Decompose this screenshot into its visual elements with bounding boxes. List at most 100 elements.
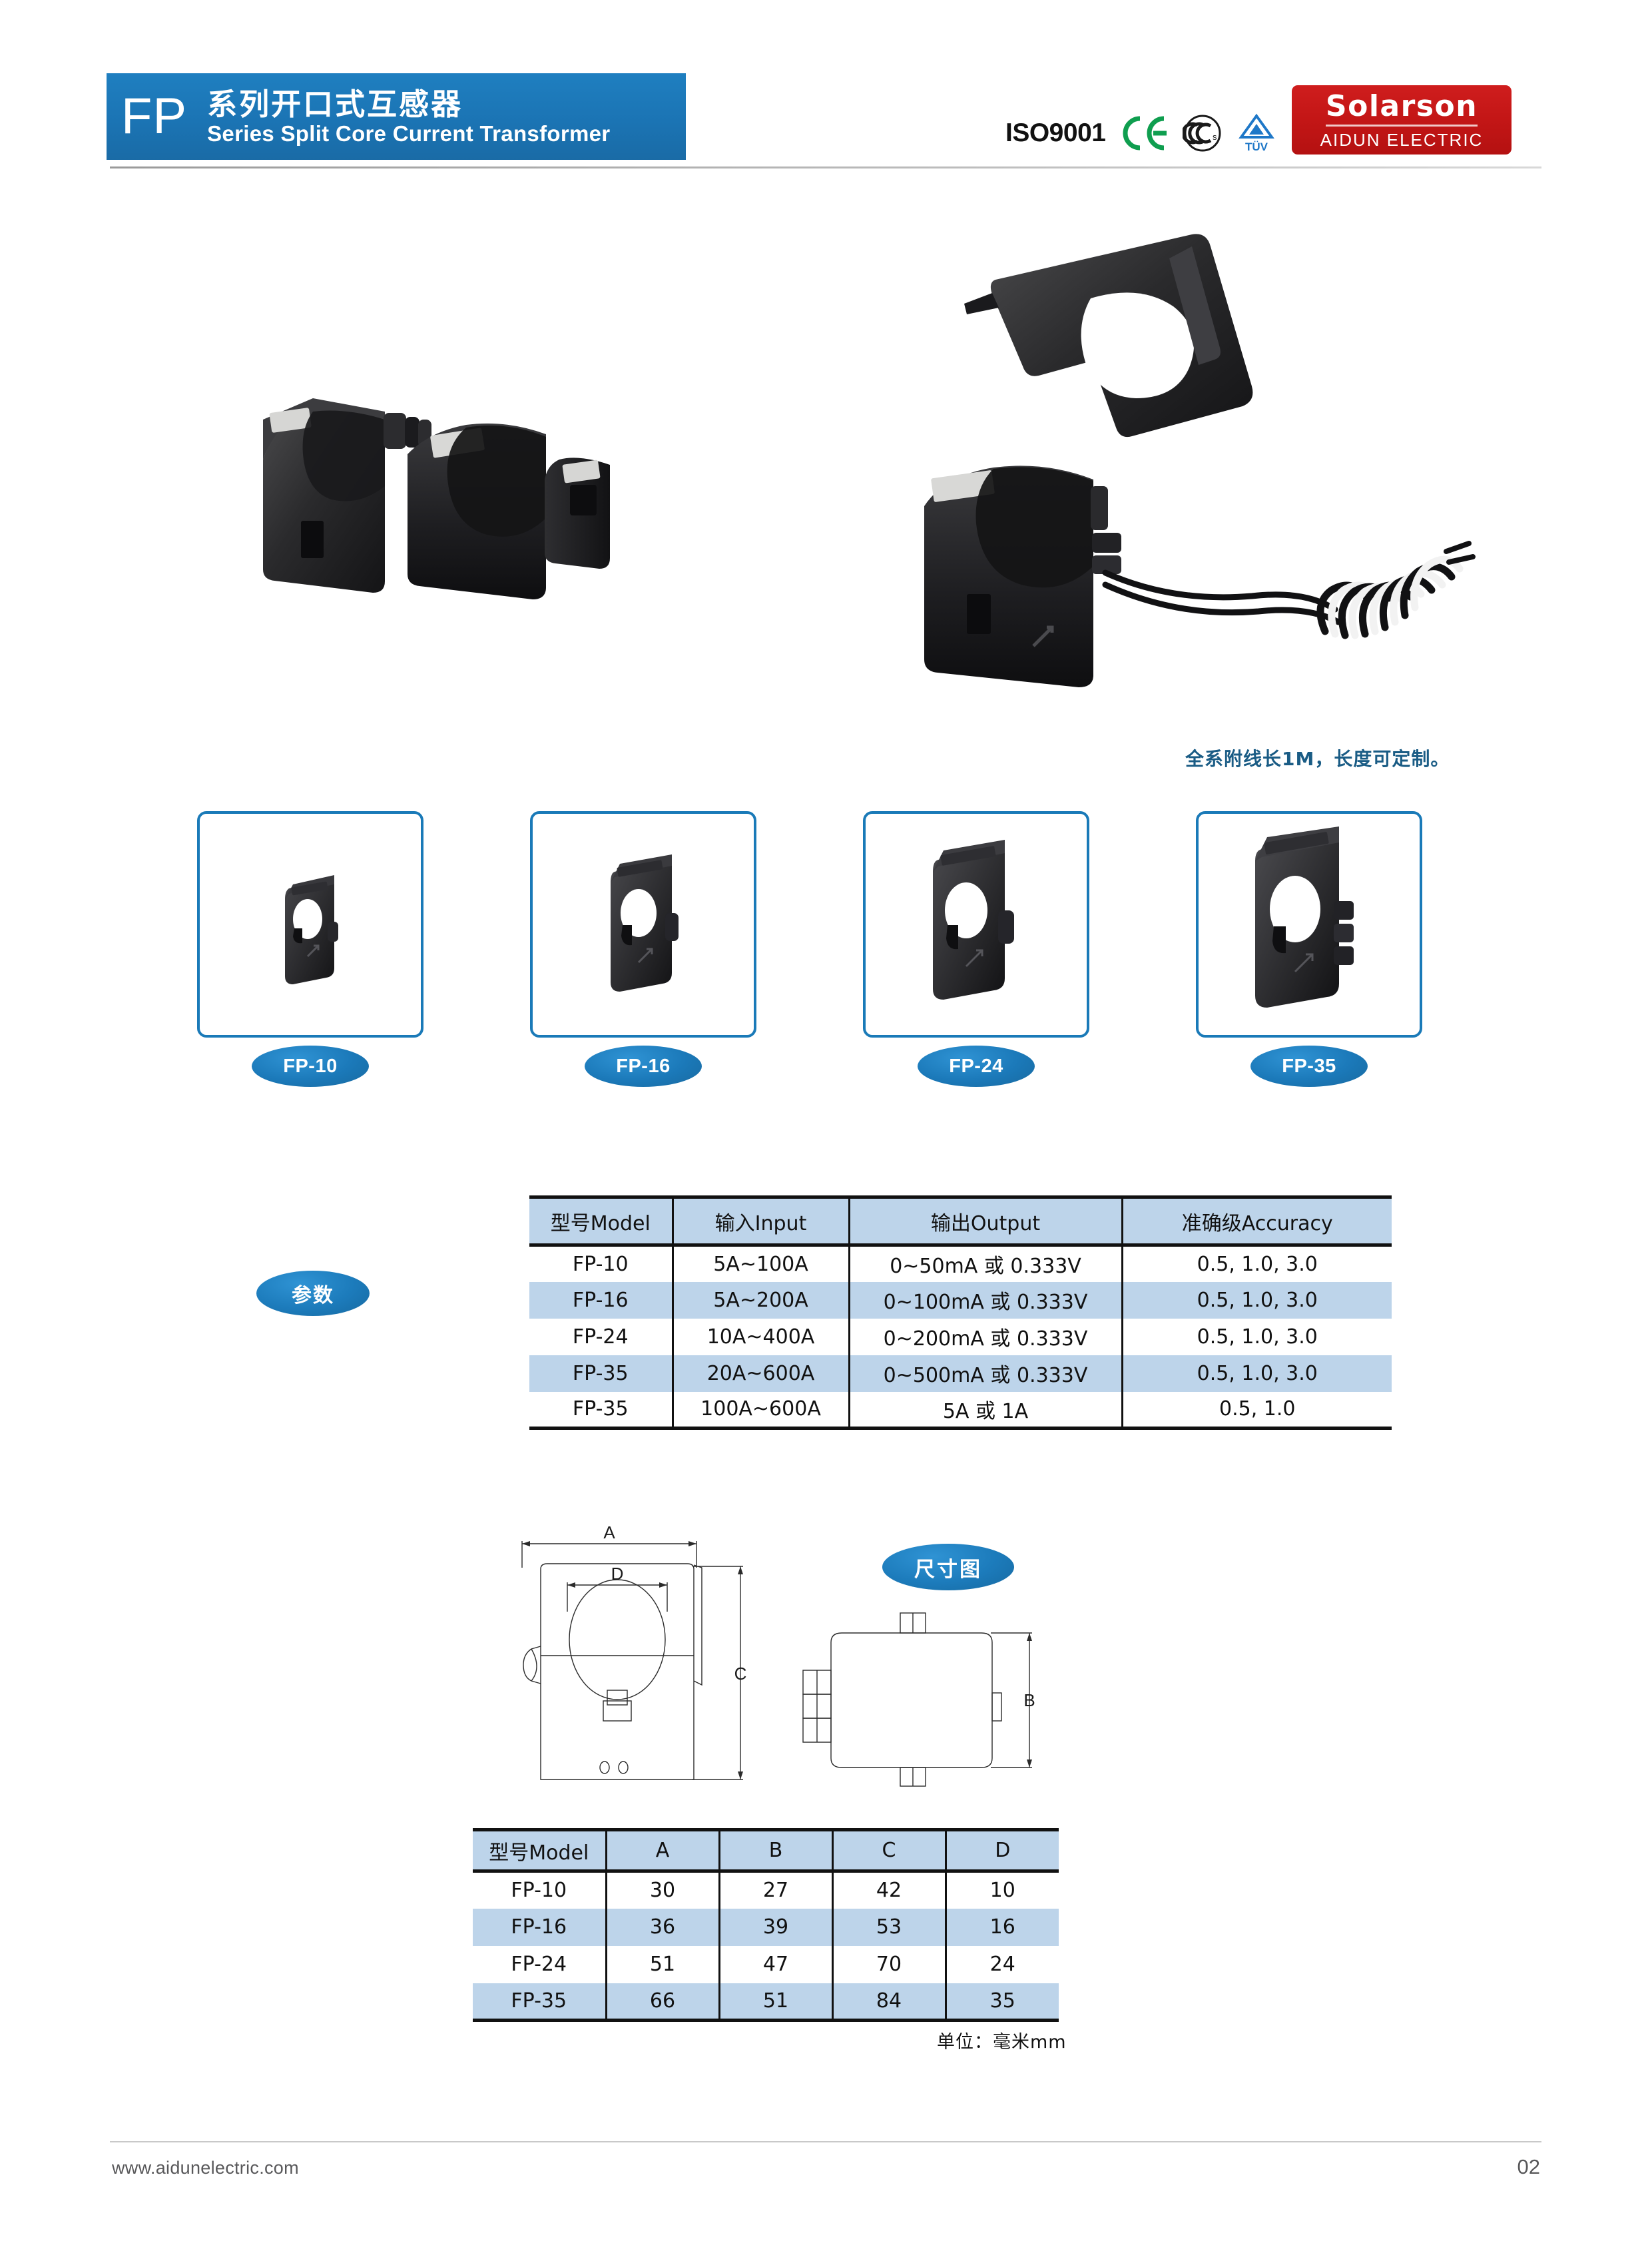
dim-label-b: B [1023, 1690, 1035, 1710]
table-row: FP-35 20A~600A 0~500mA 或 0.333V 0.5, 1.0… [529, 1355, 1392, 1392]
iso9001-icon: ISO9001 [1005, 119, 1106, 147]
table-row: FP-24 10A~400A 0~200mA 或 0.333V 0.5, 1.0… [529, 1318, 1392, 1355]
dim-cell-a: 66 [605, 1983, 719, 2022]
fp-10-product-photo [285, 875, 338, 984]
dim-cell-a: 36 [605, 1908, 719, 1946]
table-row: FP-35 100A~600A 5A 或 1A 0.5, 1.0 [529, 1391, 1392, 1430]
dim-cell-c: 70 [831, 1945, 946, 1983]
certification-marks: ISO9001 s TÜV [1005, 113, 1276, 153]
spec-cell-output: 0~50mA 或 0.333V [848, 1245, 1122, 1282]
ccc-icon: s [1183, 115, 1221, 152]
page-title-cn: 系列开口式互感器 [207, 86, 463, 122]
spec-cell-model: FP-35 [529, 1391, 673, 1430]
fp-35-product-photo [1255, 826, 1354, 1008]
footer-website-url[interactable]: www.aidunelectric.com [112, 2158, 299, 2178]
dimension-table: 型号Model A B C D FP-10 30 27 42 10 FP-16 … [473, 1828, 1059, 2022]
dim-header-c: C [831, 1828, 946, 1873]
spec-header-accuracy: 准确级Accuracy [1121, 1195, 1392, 1247]
footer-divider [110, 2141, 1541, 2142]
spec-cell-model: FP-24 [572, 1325, 629, 1349]
hinge-barrel [384, 413, 431, 449]
cable-length-note: 全系附线长1M，长度可定制。 [1185, 748, 1450, 770]
table-row: FP-35 66 51 84 35 [473, 1983, 1059, 2022]
thumbnail-card-fp-10[interactable] [197, 811, 423, 1038]
spec-cell-accuracy: 0.5, 1.0, 3.0 [1121, 1245, 1392, 1282]
brand-logo: Solarson AIDUN ELECTRIC [1292, 85, 1512, 155]
dim-header-d: D [944, 1828, 1059, 1873]
spec-cell-output: 0~500mA 或 0.333V [848, 1355, 1122, 1392]
ce-icon [1123, 116, 1167, 151]
dim-cell-d: 16 [944, 1908, 1059, 1946]
table-header-row: 型号Model A B C D [473, 1828, 1059, 1873]
spec-cell-accuracy: 0.5, 1.0, 3.0 [1121, 1281, 1392, 1319]
spec-cell-input: 5A~200A [671, 1281, 849, 1319]
model-thumbnail-row: FP-10 FP-16 [0, 811, 1652, 1087]
specification-table: 型号Model 输入Input 输出Output 准确级Accuracy FP-… [529, 1195, 1392, 1430]
dim-label-c: C [734, 1664, 747, 1684]
fp-16-product-photo [611, 854, 679, 992]
svg-text:TÜV: TÜV [1245, 141, 1268, 153]
thumbnail-label-fp-35: FP-35 [1250, 1046, 1368, 1087]
dim-cell-c: 84 [831, 1983, 946, 2022]
thumbnail-label-fp-10: FP-10 [252, 1046, 369, 1087]
hero-product-photos [263, 234, 1476, 687]
dim-cell-b: 39 [718, 1908, 832, 1946]
table-row: FP-24 51 47 70 24 [473, 1945, 1059, 1983]
spec-cell-output: 0~100mA 或 0.333V [848, 1281, 1122, 1319]
dim-cell-model: FP-10 [511, 1879, 567, 1903]
dim-header-model: 型号Model [473, 1828, 606, 1873]
table-header-row: 型号Model 输入Input 输出Output 准确级Accuracy [529, 1195, 1392, 1247]
page-title-en: Series Split Core Current Transformer [207, 121, 611, 146]
dim-cell-a: 51 [605, 1945, 719, 1983]
hero-photo-left [263, 398, 610, 599]
page-number: 02 [1517, 2155, 1540, 2178]
fp-24-product-photo [933, 840, 1014, 1000]
spec-cell-accuracy: 0.5, 1.0 [1121, 1391, 1392, 1430]
parameters-section-badge: 参数 [256, 1271, 370, 1316]
spec-header-model: 型号Model [529, 1195, 673, 1247]
table-row: FP-10 5A~100A 0~50mA 或 0.333V 0.5, 1.0, … [529, 1245, 1392, 1282]
thumbnail-card-fp-35[interactable] [1196, 811, 1422, 1038]
hinge-cluster [1091, 486, 1121, 574]
dim-cell-b: 47 [718, 1945, 832, 1983]
hero-photo-right [924, 234, 1476, 687]
dim-cell-model: FP-24 [511, 1953, 567, 1976]
header-title-block: 系列开口式互感器 Series Split Core Current Trans… [207, 89, 610, 145]
thumbnail-card-fp-16[interactable] [530, 811, 756, 1038]
dim-cell-d: 10 [944, 1871, 1059, 1909]
dimension-drawing: A D C B [521, 1522, 1035, 1787]
dim-header-a: A [605, 1828, 719, 1873]
tuv-icon: TÜV [1239, 113, 1275, 153]
page-header-banner: FP 系列开口式互感器 Series Split Core Current Tr… [107, 73, 686, 160]
dim-cell-c: 53 [831, 1908, 946, 1946]
spec-cell-output: 5A 或 1A [848, 1391, 1122, 1430]
company-name: AIDUN ELECTRIC [1320, 129, 1484, 150]
header-divider [110, 166, 1541, 168]
table-row: FP-10 30 27 42 10 [473, 1871, 1059, 1909]
spec-cell-input: 100A~600A [671, 1391, 849, 1430]
series-code: FP [121, 88, 188, 145]
table-row: FP-16 5A~200A 0~100mA 或 0.333V 0.5, 1.0,… [529, 1281, 1392, 1319]
svg-text:s: s [1213, 132, 1217, 142]
brand-name: Solarson [1325, 91, 1478, 127]
spec-cell-input: 5A~100A [671, 1245, 849, 1282]
thumbnail-card-fp-24[interactable] [863, 811, 1089, 1038]
dim-cell-model: FP-16 [473, 1908, 606, 1946]
spec-cell-accuracy: 0.5, 1.0, 3.0 [1121, 1318, 1392, 1355]
dim-label-a: A [603, 1522, 615, 1542]
spec-cell-accuracy: 0.5, 1.0, 3.0 [1121, 1355, 1392, 1392]
spec-cell-model: FP-10 [572, 1252, 629, 1276]
dim-cell-c: 42 [831, 1871, 946, 1909]
thumbnail-label-fp-16: FP-16 [585, 1046, 702, 1087]
spec-cell-input: 20A~600A [671, 1355, 849, 1392]
dim-label-d: D [611, 1564, 624, 1584]
dim-cell-d: 35 [944, 1983, 1059, 2022]
unit-note: 单位：毫米mm [937, 2032, 1067, 2053]
dim-cell-d: 24 [944, 1945, 1059, 1983]
spec-cell-output: 0~200mA 或 0.333V [848, 1318, 1122, 1355]
coiled-wire [1316, 541, 1476, 639]
dim-cell-model: FP-35 [473, 1983, 606, 2022]
table-row: FP-16 36 39 53 16 [473, 1908, 1059, 1946]
dim-cell-b: 51 [718, 1983, 832, 2022]
